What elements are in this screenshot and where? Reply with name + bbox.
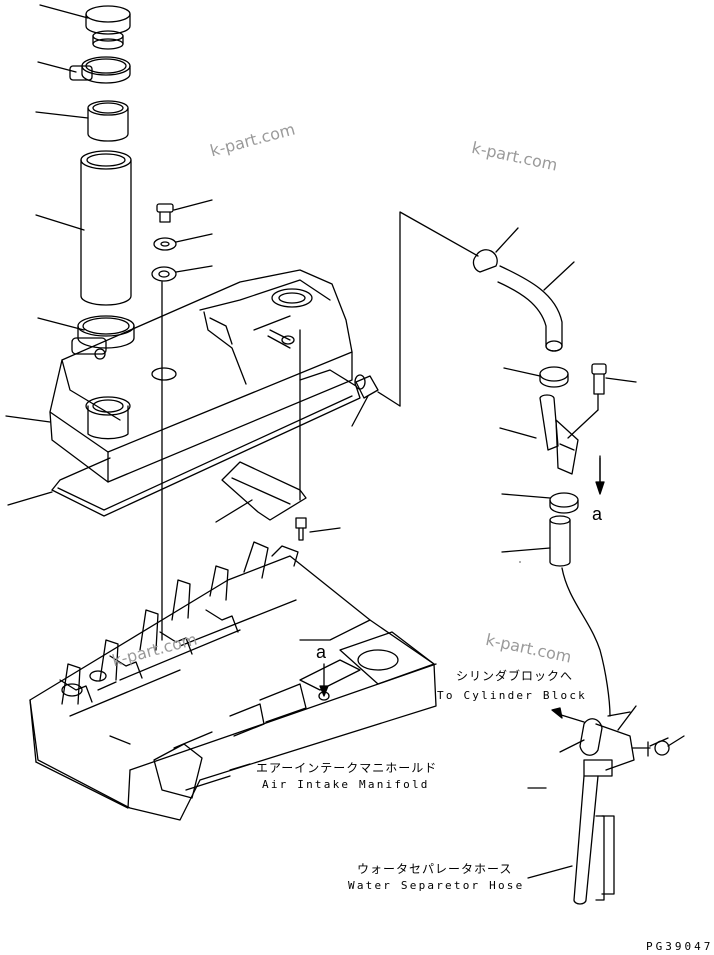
arrow-to-cylinder-block	[551, 707, 585, 723]
breather-tube	[80, 150, 132, 306]
bolt-washer-seal	[151, 199, 213, 641]
label-cylinder-block-jp: シリンダブロックへ	[456, 669, 574, 683]
breather-cap	[85, 5, 131, 50]
label-air-intake-en: Air Intake Manifold	[262, 778, 430, 791]
leader-lines-left	[5, 4, 89, 506]
label-air-intake-jp: エアーインテークマニホールド	[256, 761, 438, 775]
marker-a-upper: a	[592, 504, 603, 524]
hose-clamp-top	[69, 56, 131, 84]
drawing-code: PG39047	[646, 940, 714, 953]
breather-nipple	[351, 211, 479, 427]
head-cover-gasket	[51, 369, 361, 517]
baffle-plate	[215, 329, 341, 541]
hose-clamp-bottom	[71, 315, 135, 360]
water-separator-hose	[527, 705, 685, 905]
label-water-separator-jp: ウォータセパレータホース	[357, 862, 513, 876]
cylinder-head-cover	[49, 269, 353, 483]
label-water-separator-en: Water Separetor Hose	[348, 879, 525, 892]
label-cylinder-block-en: To Cylinder Block	[437, 689, 587, 702]
arrow-a-down	[595, 457, 605, 495]
hose-assembly-right	[472, 227, 637, 717]
marker-a-lower: a	[316, 642, 327, 662]
cylinder-head	[29, 541, 437, 821]
sleeve	[87, 100, 129, 142]
